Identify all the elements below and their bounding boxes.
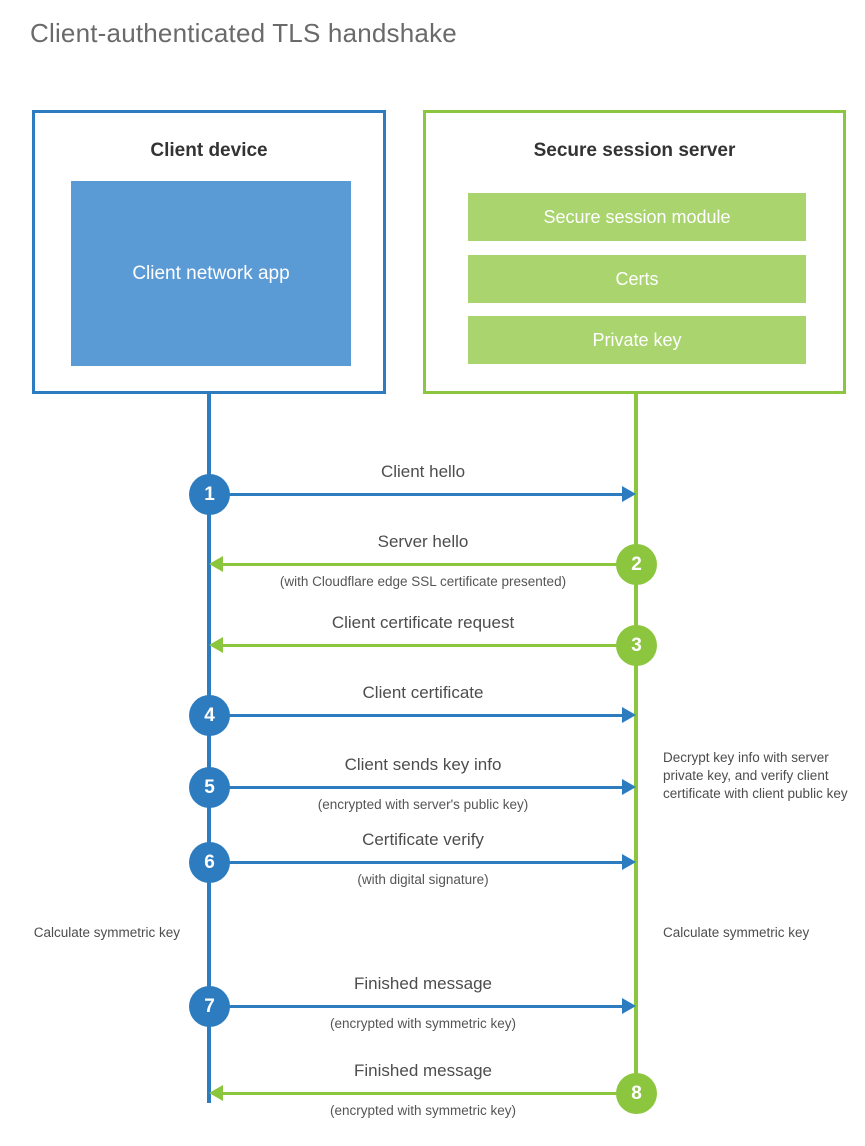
message-label-3: Client certificate request <box>331 613 515 632</box>
step-circle-8[interactable]: 8 <box>616 1073 657 1114</box>
step-circle-2[interactable]: 2 <box>616 544 657 585</box>
step-circle-6[interactable]: 6 <box>189 842 230 883</box>
message-label-5: Client sends key info <box>344 755 502 774</box>
message-line-1 <box>209 493 624 496</box>
message-line-3 <box>221 644 636 647</box>
message-line-6 <box>209 861 624 864</box>
message-line-4 <box>209 714 624 717</box>
step-circle-3[interactable]: 3 <box>616 625 657 666</box>
step-circle-5[interactable]: 5 <box>189 767 230 808</box>
arrow-head-6 <box>622 854 636 870</box>
message-label-1: Client hello <box>380 462 466 481</box>
step-circle-1[interactable]: 1 <box>189 474 230 515</box>
arrow-head-4 <box>622 707 636 723</box>
message-sublabel-6: (with digital signature) <box>357 872 489 887</box>
message-line-8 <box>221 1092 636 1095</box>
client-network-app-block: Client network app <box>71 181 351 366</box>
step-circle-7[interactable]: 7 <box>189 986 230 1027</box>
client-device-title: Client device <box>150 140 268 161</box>
message-line-5 <box>209 786 624 789</box>
arrow-head-2 <box>209 556 223 572</box>
message-label-7: Finished message <box>354 974 492 993</box>
message-label-6: Certificate verify <box>362 830 484 849</box>
message-sublabel-2: (with Cloudflare edge SSL certificate pr… <box>279 574 567 589</box>
step-circle-4[interactable]: 4 <box>189 695 230 736</box>
message-label-2: Server hello <box>377 532 469 551</box>
client-device-box: Client device Client network app <box>32 110 386 394</box>
server-item-certs: Certs <box>468 255 806 303</box>
message-line-7 <box>209 1005 624 1008</box>
message-label-4: Client certificate <box>362 683 484 702</box>
message-sublabel-8: (encrypted with symmetric key) <box>329 1103 517 1118</box>
server-item-secure-session-module: Secure session module <box>468 193 806 241</box>
server-item-private-key: Private key <box>468 316 806 364</box>
page-title: Client-authenticated TLS handshake <box>30 18 457 48</box>
arrow-head-1 <box>622 486 636 502</box>
message-sublabel-5: (encrypted with server's public key) <box>317 797 529 812</box>
arrow-head-3 <box>209 637 223 653</box>
message-sublabel-7: (encrypted with symmetric key) <box>329 1016 517 1031</box>
arrow-head-5 <box>622 779 636 795</box>
server-lifeline <box>634 393 638 1093</box>
message-line-2 <box>221 563 636 566</box>
secure-session-server-box: Secure session server Secure session mod… <box>423 110 846 394</box>
message-label-8: Finished message <box>354 1061 492 1080</box>
secure-session-server-title: Secure session server <box>533 140 736 161</box>
annotation-decrypt-key-info: Decrypt key info with server private key… <box>663 750 848 802</box>
arrow-head-7 <box>622 998 636 1014</box>
annotation-calculate-symmetric-key-server: Calculate symmetric key <box>663 925 810 940</box>
client-lifeline <box>207 393 211 1103</box>
annotation-calculate-symmetric-key-client: Calculate symmetric key <box>33 925 180 940</box>
arrow-head-8 <box>209 1085 223 1101</box>
